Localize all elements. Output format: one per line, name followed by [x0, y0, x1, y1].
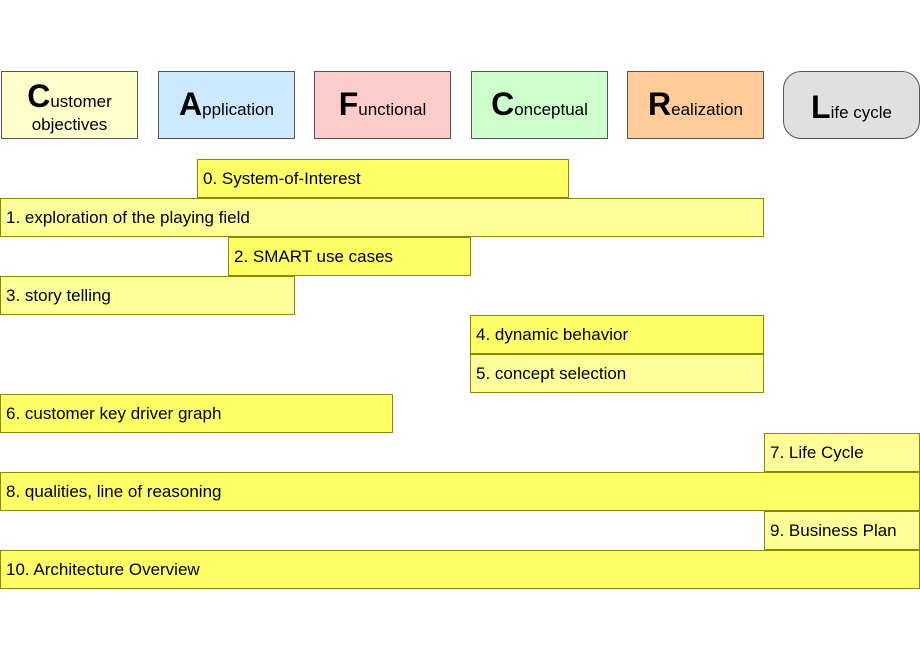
- realization-view-initial: R: [648, 86, 672, 123]
- functional-view-label: unctional: [358, 100, 427, 120]
- customer-view-initial: C: [27, 77, 51, 114]
- step-architecture-overview: 10. Architecture Overview: [0, 550, 920, 589]
- step-smart-use-cases: 2. SMART use cases: [228, 237, 471, 276]
- life-cycle-view: Life cycle: [783, 71, 920, 139]
- step-life-cycle: 7. Life Cycle: [764, 433, 920, 472]
- realization-view-label: ealization: [671, 100, 743, 120]
- customer-objectives-view: Customer objectives: [1, 71, 138, 139]
- conceptual-view-initial: C: [491, 86, 515, 123]
- life-cycle-view-label: ife cycle: [830, 103, 892, 123]
- realization-view: Realization: [627, 71, 764, 139]
- step-concept-selection: 5. concept selection: [470, 354, 764, 393]
- application-view-initial: A: [179, 86, 203, 123]
- functional-view-initial: F: [338, 86, 359, 123]
- step-system-of-interest: 0. System-of-Interest: [197, 159, 569, 198]
- customer-view-label-line2: objectives: [31, 114, 108, 134]
- step-customer-key-driver-graph: 6. customer key driver graph: [0, 394, 393, 433]
- application-view-label: pplication: [202, 100, 274, 120]
- step-qualities-line-of-reasoning: 8. qualities, line of reasoning: [0, 472, 920, 511]
- customer-view-label: ustomer: [50, 91, 112, 111]
- step-business-plan: 9. Business Plan: [764, 511, 920, 550]
- functional-view: Functional: [314, 71, 451, 139]
- conceptual-view-label: onceptual: [514, 100, 588, 120]
- step-exploration-playing-field: 1. exploration of the playing field: [0, 198, 764, 237]
- application-view: Application: [158, 71, 295, 139]
- life-cycle-view-initial: L: [811, 89, 831, 126]
- step-dynamic-behavior: 4. dynamic behavior: [470, 315, 764, 354]
- step-story-telling: 3. story telling: [0, 276, 295, 315]
- conceptual-view: Conceptual: [471, 71, 608, 139]
